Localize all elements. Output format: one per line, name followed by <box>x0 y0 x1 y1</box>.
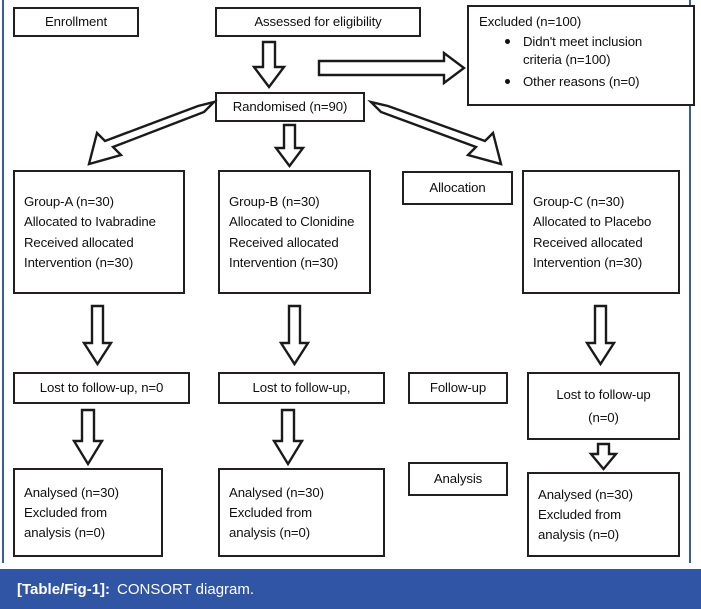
node-group-c-allocation-line: Intervention (n=30) <box>533 254 643 270</box>
node-randomised: Randomised (n=90) <box>215 92 365 122</box>
node-group-a-analysis-line: Analysed (n=30) <box>24 484 119 500</box>
node-group-c-followup-line: (n=0) <box>588 409 619 425</box>
stage-label-allocation-text: Allocation <box>429 180 486 196</box>
node-excluded-reason-text: Didn't meet inclusion criteria (n=100) <box>523 34 643 68</box>
stage-label-enrollment: Enrollment <box>13 7 139 37</box>
node-assessed-for-eligibility-text: Assessed for eligibility <box>254 14 382 30</box>
list-item: Didn't meet inclusion criteria (n=100) <box>505 31 683 71</box>
node-group-b-allocation-line: Received allocated <box>229 234 339 250</box>
arrow-group-a-to-followup <box>81 304 114 367</box>
node-group-a-followup-text: Lost to follow-up, n=0 <box>39 380 164 396</box>
figure-left-rule <box>2 0 4 563</box>
node-group-c-analysis-line: Excluded from <box>538 506 621 522</box>
node-group-c-allocation-line: Allocated to Placebo <box>533 214 652 230</box>
node-group-a-allocation-line: Intervention (n=30) <box>24 254 134 270</box>
stage-label-enrollment-text: Enrollment <box>44 14 108 30</box>
node-group-b-allocation-line: Group-B (n=30) <box>229 194 320 210</box>
node-group-a-analysis-line: Excluded from <box>24 504 107 520</box>
node-excluded: Excluded (n=100) Didn't meet inclusion c… <box>467 5 695 106</box>
node-group-b-allocation: Group-B (n=30) Allocated to Clonidine Re… <box>218 170 371 294</box>
arrow-randomised-to-group-b <box>273 123 306 168</box>
node-group-b-allocation-line: Intervention (n=30) <box>229 254 339 270</box>
node-group-a-analysis-line: analysis (n=0) <box>24 525 106 541</box>
node-group-a-allocation-line: Group-A (n=30) <box>24 194 114 210</box>
node-group-b-allocation-line: Allocated to Clonidine <box>229 214 355 230</box>
bullet-icon <box>505 78 510 84</box>
arrow-randomised-to-group-a <box>77 99 218 168</box>
node-group-a-allocation-line: Allocated to Ivabradine <box>24 214 156 230</box>
node-group-c-analysis-line: Analysed (n=30) <box>538 486 633 502</box>
arrow-followup-b-to-analysis <box>271 408 305 467</box>
node-group-b-analysis-line: Analysed (n=30) <box>229 484 324 500</box>
bullet-icon <box>505 39 510 45</box>
node-group-c-followup: Lost to follow-up (n=0) <box>527 372 680 440</box>
figure-caption-bar: [Table/Fig-1]: CONSORT diagram. <box>0 569 701 609</box>
arrow-followup-c-to-analysis <box>588 442 619 471</box>
figure-right-rule <box>689 0 691 563</box>
arrow-followup-a-to-analysis <box>71 408 105 467</box>
stage-label-analysis-text: Analysis <box>433 471 483 487</box>
node-group-c-allocation-line: Received allocated <box>533 234 643 250</box>
node-excluded-heading: Excluded (n=100) <box>479 14 582 29</box>
node-group-b-analysis: Analysed (n=30) Excluded from analysis (… <box>218 468 385 557</box>
node-group-b-followup-text: Lost to follow-up, <box>252 380 351 396</box>
node-excluded-reason-list: Didn't meet inclusion criteria (n=100) O… <box>479 31 683 92</box>
stage-label-followup: Follow-up <box>408 372 508 404</box>
arrow-assessed-to-excluded <box>317 50 466 86</box>
node-randomised-text: Randomised (n=90) <box>232 99 348 115</box>
node-group-a-allocation-line: Received allocated <box>24 234 134 250</box>
stage-label-analysis: Analysis <box>408 462 508 496</box>
node-group-c-allocation: Group-C (n=30) Allocated to Placebo Rece… <box>522 170 680 294</box>
arrow-randomised-to-group-c <box>367 99 518 168</box>
arrow-group-c-to-followup <box>584 304 617 367</box>
node-group-b-followup: Lost to follow-up, <box>218 372 385 404</box>
node-excluded-reason-text: Other reasons (n=0) <box>523 73 640 89</box>
arrow-group-b-to-followup <box>278 304 311 367</box>
node-group-b-analysis-line: Excluded from <box>229 504 312 520</box>
arrow-assessed-to-randomised <box>251 40 287 89</box>
node-group-c-analysis-line: analysis (n=0) <box>538 527 620 543</box>
node-group-c-followup-line: Lost to follow-up <box>556 387 651 403</box>
node-group-a-followup: Lost to follow-up, n=0 <box>13 372 190 404</box>
node-group-c-analysis: Analysed (n=30) Excluded from analysis (… <box>527 472 680 557</box>
node-group-b-analysis-line: analysis (n=0) <box>229 525 311 541</box>
stage-label-followup-text: Follow-up <box>429 380 487 396</box>
node-group-c-allocation-line: Group-C (n=30) <box>533 194 625 210</box>
stage-label-allocation: Allocation <box>402 171 513 205</box>
list-item: Other reasons (n=0) <box>505 71 683 93</box>
node-assessed-for-eligibility: Assessed for eligibility <box>215 7 421 37</box>
node-group-a-analysis: Analysed (n=30) Excluded from analysis (… <box>13 468 163 557</box>
figure-caption-text: CONSORT diagram. <box>117 580 255 598</box>
figure-caption-tag: [Table/Fig-1]: <box>17 580 111 598</box>
node-group-a-allocation: Group-A (n=30) Allocated to Ivabradine R… <box>13 170 185 294</box>
